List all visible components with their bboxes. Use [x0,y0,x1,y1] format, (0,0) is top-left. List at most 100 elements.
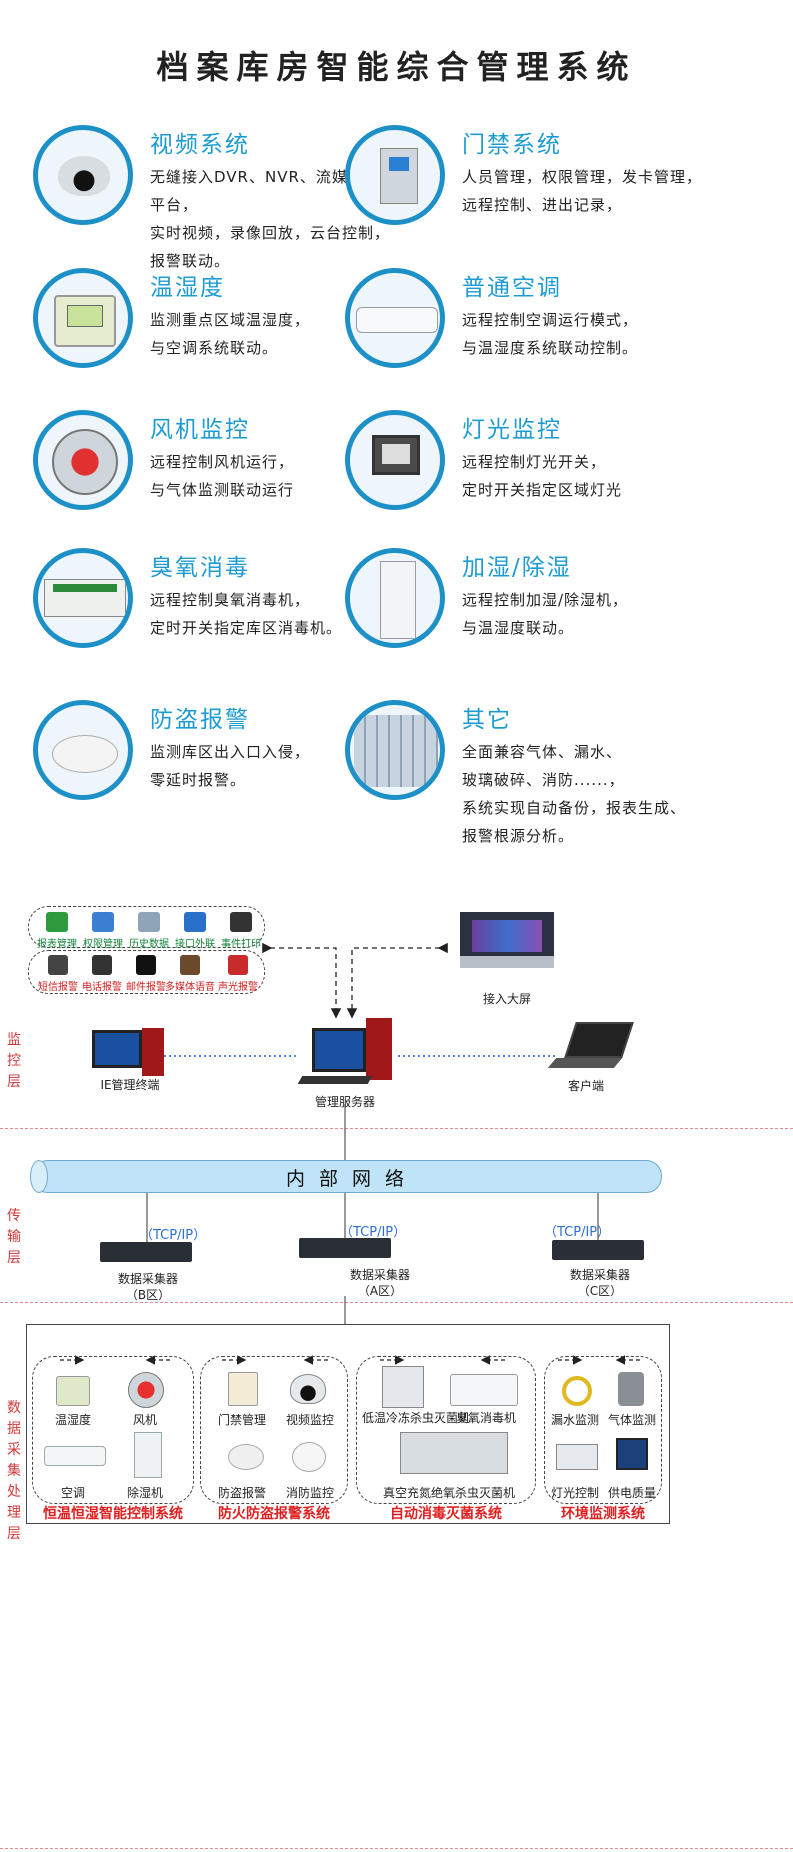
tcp-label: （TCP/IP） [140,1228,207,1243]
feature-card: 门禁系统人员管理，权限管理，发卡管理，远程控制、进出记录， [345,125,725,285]
air-conditioner-icon [44,1446,106,1466]
feature-title: 风机监控 [150,417,250,443]
device-label: 灯光控制 [550,1486,599,1500]
server-monitor [312,1028,366,1072]
phone-icon [92,955,112,975]
pipe-end [30,1160,48,1193]
big-screen-label: 接入大屏 [482,992,531,1006]
motion-sensor-icon [33,700,133,800]
feature-card: 视频系统无缝接入DVR、NVR、流媒体服务平台，实时视频，录像回放，云台控制，报… [33,125,413,285]
feature-description: 人员管理，权限管理，发卡管理，远程控制、进出记录， [462,163,727,219]
feature-title: 加湿/除湿 [462,555,572,581]
history-icon [138,912,160,932]
device-label: 防盗报警 [217,1486,266,1500]
ozone-sterilizer-icon [33,548,133,648]
device-label: 空调 [60,1486,85,1500]
tool-label: 权限管理 [83,939,123,950]
group-box [544,1356,662,1504]
layer-label-monitor: 监控层 [7,1032,21,1090]
collector-device [299,1238,391,1258]
fan-icon [33,410,133,510]
feature-description: 远程控制空调运行模式，与温湿度系统联动控制。 [462,306,727,362]
laptop-base [547,1058,623,1068]
feature-card: 加湿/除湿远程控制加湿/除湿机，与温湿度联动。 [345,548,725,708]
collector-a-zone: （A区） [357,1284,403,1298]
tool-label: 接口外联 [175,939,215,950]
email-icon [136,955,156,975]
interface-icon [184,912,206,932]
light-controller-icon [556,1444,598,1470]
internal-network-pipe [32,1160,662,1193]
report-icon [46,912,68,932]
description-line: 远程控制空调运行模式， [462,311,639,329]
air-conditioner-icon [345,268,445,368]
thermohygrometer-icon [56,1376,90,1406]
description-line: 与气体监测联动运行 [150,481,295,499]
ie-terminal-monitor [92,1030,142,1068]
feature-title: 其它 [462,707,512,733]
tool-label: 事件打印 [221,939,261,950]
device-label: 风机 [132,1413,157,1427]
description-line: 零延时报警。 [150,771,247,789]
feature-description: 远程控制加湿/除湿机，与温湿度联动。 [462,586,727,642]
smoke-detector-icon [292,1442,326,1472]
description-line: 监测重点区域温湿度， [150,311,311,329]
feature-description: 远程控制风机运行，与气体监测联动运行 [150,448,415,504]
feature-card: 防盗报警监测库区出入口入侵，零延时报警。 [33,700,413,860]
description-line: 无缝接入DVR、NVR、流媒体服务 [150,168,396,186]
permission-icon [92,912,114,932]
description-line: 定时开关指定库区消毒机。 [150,619,343,637]
description-line: 远程控制臭氧消毒机， [150,591,311,609]
access-control-icon [345,125,445,225]
printer-icon [230,912,252,932]
description-line: 报警联动。 [150,252,231,270]
feature-title: 温湿度 [150,275,225,301]
group-title: 恒温恒湿智能控制系统 [43,1506,183,1522]
group-box [32,1356,194,1504]
group-title: 防火防盗报警系统 [218,1506,330,1522]
sms-icon [48,955,68,975]
gas-detector-icon [618,1372,644,1406]
page-title: 档案库房智能综合管理系统 [156,48,637,86]
description-line: 人员管理，权限管理，发卡管理， [462,168,703,186]
laptop-screen [564,1022,634,1058]
software-tools-box [28,906,265,948]
ie-terminal-label: IE管理终端 [100,1078,160,1092]
description-line: 实时视频，录像回放，云台控制， [150,224,391,242]
ie-terminal-tower [142,1028,164,1076]
layer-divider [0,1848,793,1849]
device-label: 视频监控 [285,1413,334,1427]
layer-label-collect: 数据采集处理层 [7,1400,21,1542]
group-box [200,1356,348,1504]
description-line: 平台， [150,196,199,214]
description-line: 玻璃破碎、消防......， [462,771,625,789]
freezer-sterilizer-icon [382,1366,424,1408]
feature-title: 普通空调 [462,275,562,301]
feature-description: 无缝接入DVR、NVR、流媒体服务平台， 实时视频，录像回放，云台控制， 报警联动。 [150,163,415,275]
description-line: 远程控制灯光开关， [462,453,607,471]
tool-label: 报表管理 [37,939,77,950]
description-line: 系统实现自动备份，报表生成、 [462,799,687,817]
description-line: 全面兼容气体、漏水、 [462,743,623,761]
water-leak-cable-icon [562,1376,592,1406]
server-tower [366,1018,392,1080]
description-line: 监测库区出入口入侵， [150,743,311,761]
tcp-label: （TCP/IP） [544,1225,611,1240]
client-label: 客户端 [567,1079,604,1093]
feature-description: 远程控制臭氧消毒机， 定时开关指定库区消毒机。 [150,586,415,642]
group-box [356,1356,536,1504]
fan-icon [128,1372,164,1408]
collector-device [552,1240,644,1260]
keyboard [297,1076,373,1084]
keypad-icon [228,1372,258,1406]
device-label: 门禁管理 [217,1413,266,1427]
power-meter-icon [616,1438,648,1470]
collector-b-name: 数据采集器 [117,1272,178,1286]
collector-b-zone: （B区） [125,1288,171,1302]
server-label: 管理服务器 [314,1095,375,1109]
feature-title: 门禁系统 [462,132,562,158]
feature-description: 全面兼容气体、漏水、玻璃破碎、消防......，系统实现自动备份，报表生成、报警… [462,738,727,850]
speaker-icon [180,955,200,975]
group-title: 环境监测系统 [561,1506,645,1522]
device-label: 供电质量 [607,1486,656,1500]
